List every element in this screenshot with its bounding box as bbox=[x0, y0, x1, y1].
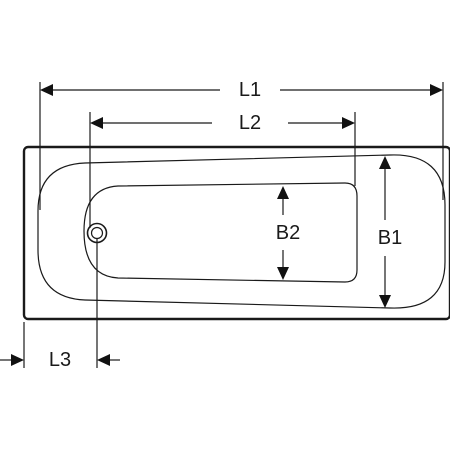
dimension-label-b1: B1 bbox=[378, 227, 402, 249]
dimension-label-l1: L1 bbox=[239, 79, 261, 101]
dimension-l2: L2 bbox=[89, 112, 356, 228]
dimension-b2: B2 bbox=[276, 186, 300, 280]
dimension-label-b2: B2 bbox=[276, 222, 300, 244]
dimension-label-l2: L2 bbox=[239, 112, 261, 134]
tub-outer-basin bbox=[37, 154, 446, 309]
dimension-b1: B1 bbox=[378, 156, 402, 308]
tub-inner-basin bbox=[83, 182, 358, 283]
dimension-label-l3: L3 bbox=[49, 349, 71, 371]
tub-outer-rim bbox=[22, 145, 450, 321]
dimension-l3: L3 bbox=[0, 238, 120, 371]
dimension-l1: L1 bbox=[39, 79, 444, 210]
